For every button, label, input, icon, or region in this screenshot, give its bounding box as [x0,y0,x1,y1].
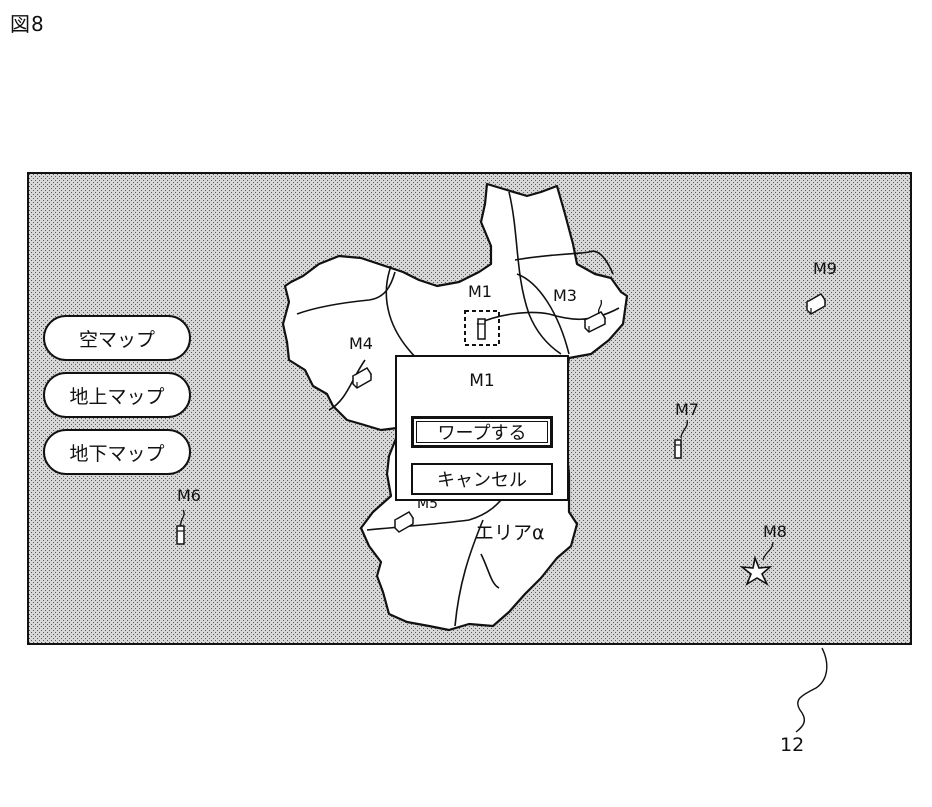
m8-pointer [762,541,774,561]
marker-label-m1: M1 [468,282,492,301]
region-border [454,519,484,627]
marker-popup: M1 ワープする キャンセル [395,355,569,501]
marker-label-m7: M7 [675,400,699,419]
m3-pointer [597,299,603,315]
region-border [514,250,614,275]
figure-label: 図8 [10,12,45,36]
m6-pointer [180,509,185,527]
region-border [328,359,366,411]
reference-number: 12 [780,734,805,756]
popup-title: M1 [469,371,495,391]
marker-label-m6: M6 [177,486,201,505]
marker-label-m4: M4 [349,334,373,353]
region-border [508,191,562,355]
marker-label-m3: M3 [553,286,577,305]
cancel-button[interactable]: キャンセル [411,463,553,495]
m7-tower-icon [674,439,682,459]
map-screen[interactable]: 空マップ 地上マップ 地下マップ M1 M3 M4 M5 M6 M7 M8 M9… [27,172,912,645]
marker-label-m8: M8 [763,522,787,541]
area-alpha-label: エリアα [475,522,545,544]
m7-pointer [680,419,688,439]
underground-map-button[interactable]: 地下マップ [43,429,191,475]
region-border [480,553,500,589]
warp-button[interactable]: ワープする [411,416,553,448]
m9-building-icon [805,293,827,315]
m4-building-icon [351,367,373,389]
region-border [296,271,396,315]
m5-building-icon [393,511,415,533]
m1-selection-box [464,310,500,346]
sky-map-button[interactable]: 空マップ [43,315,191,361]
ground-map-button[interactable]: 地上マップ [43,372,191,418]
m3-building-icon [583,311,607,333]
m1-tower-icon [477,318,486,340]
m8-star-icon [739,555,773,587]
marker-label-m9: M9 [813,259,837,278]
region-border [516,273,570,355]
